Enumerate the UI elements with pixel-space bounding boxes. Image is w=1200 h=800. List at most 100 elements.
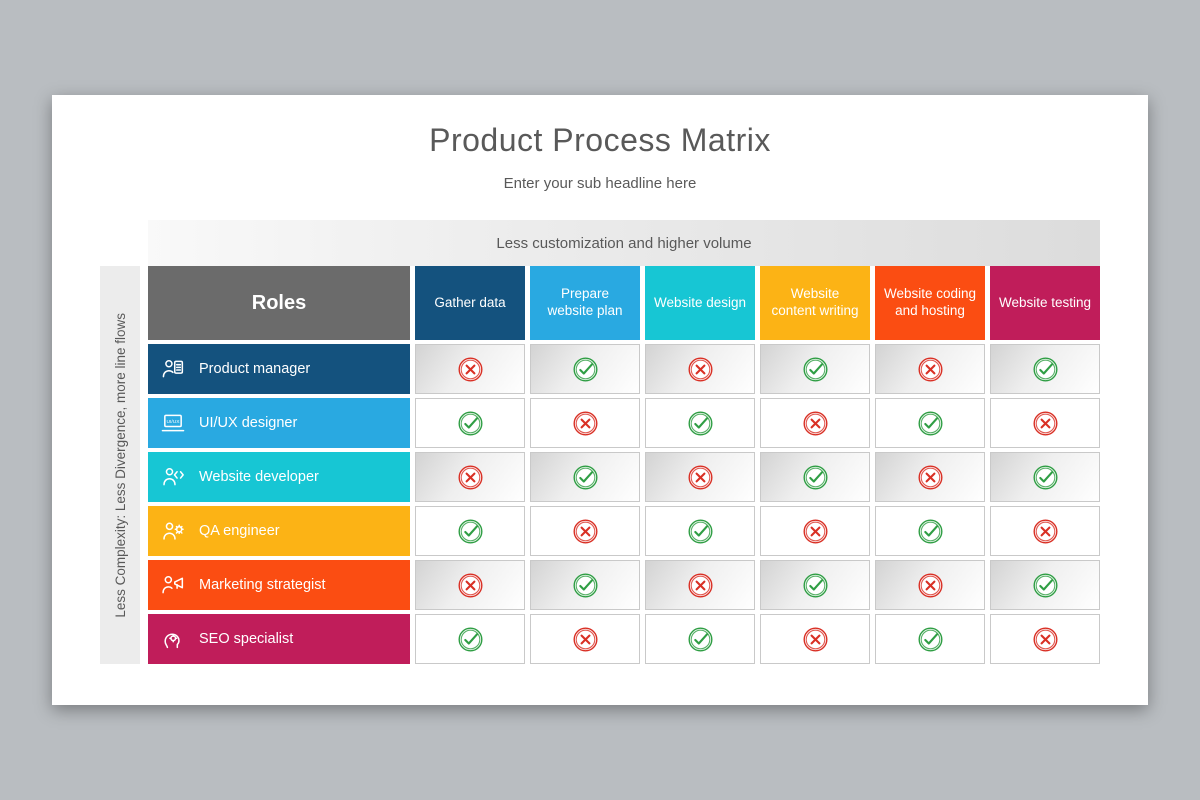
check-icon — [457, 410, 484, 437]
cross-icon — [572, 518, 599, 545]
matrix-cell — [645, 506, 755, 556]
cross-icon — [572, 410, 599, 437]
cross-icon — [572, 626, 599, 653]
cross-icon — [687, 356, 714, 383]
check-icon — [802, 572, 829, 599]
matrix-cell — [415, 506, 525, 556]
cross-icon — [802, 626, 829, 653]
matrix-cell — [875, 452, 985, 502]
cross-icon — [1032, 518, 1059, 545]
page-subtitle: Enter your sub headline here — [503, 175, 697, 192]
row-label-text: Website developer — [199, 469, 319, 485]
matrix-cell — [760, 398, 870, 448]
check-icon — [457, 518, 484, 545]
matrix-cell — [530, 506, 640, 556]
cross-icon — [802, 410, 829, 437]
check-icon — [1032, 464, 1059, 491]
matrix-cell — [875, 344, 985, 394]
matrix-cell — [530, 344, 640, 394]
column-header-prepare-website-plan: Prepare website plan — [530, 266, 640, 340]
matrix-cell — [990, 560, 1100, 610]
row-label-text: QA engineer — [199, 523, 280, 539]
check-icon — [917, 518, 944, 545]
row-label-marketing-strategist: Marketing strategist — [148, 560, 410, 610]
matrix-cell — [760, 344, 870, 394]
roles-header: Roles — [148, 266, 410, 340]
column-header-label: Website coding and hosting — [883, 286, 977, 318]
matrix-cell — [760, 614, 870, 664]
row-label-seo-specialist: SEO specialist — [148, 614, 410, 664]
cross-icon — [1032, 410, 1059, 437]
column-header-label: Website content writing — [771, 286, 859, 318]
matrix-cell — [645, 452, 755, 502]
matrix-cell — [760, 506, 870, 556]
cross-icon — [457, 464, 484, 491]
column-header-website-content-writing: Website content writing — [760, 266, 870, 340]
check-icon — [802, 464, 829, 491]
website-developer-icon — [158, 462, 188, 492]
row-label-website-developer: Website developer — [148, 452, 410, 502]
column-header-website-testing: Website testing — [990, 266, 1100, 340]
left-axis-label: Less Complexity: Less Divergence, more l… — [112, 312, 128, 618]
matrix-cell — [530, 452, 640, 502]
column-header-website-design: Website design — [645, 266, 755, 340]
matrix-cell — [415, 560, 525, 610]
check-icon — [917, 626, 944, 653]
matrix-cell — [645, 398, 755, 448]
matrix-cell — [415, 452, 525, 502]
cross-icon — [457, 572, 484, 599]
matrix-cell — [530, 560, 640, 610]
matrix-cell — [990, 614, 1100, 664]
row-label-text: Product manager — [199, 361, 311, 377]
left-axis-bar: Less Complexity: Less Divergence, more l… — [100, 266, 140, 664]
matrix-cell — [990, 506, 1100, 556]
cross-icon — [802, 518, 829, 545]
top-axis-bar: Less customization and higher volume — [148, 220, 1100, 266]
matrix-cell — [530, 398, 640, 448]
cross-icon — [1032, 626, 1059, 653]
product-manager-icon — [158, 354, 188, 384]
marketing-strategist-icon — [158, 570, 188, 600]
cross-icon — [917, 464, 944, 491]
column-header-website-coding-and-hosting: Website coding and hosting — [875, 266, 985, 340]
cross-icon — [687, 464, 714, 491]
row-label-ui-ux-designer: UI/UX UI/UX designer — [148, 398, 410, 448]
check-icon — [1032, 572, 1059, 599]
matrix-cell — [645, 614, 755, 664]
cross-icon — [687, 572, 714, 599]
matrix-cell — [415, 344, 525, 394]
check-icon — [457, 626, 484, 653]
column-header-label: Prepare website plan — [547, 286, 623, 318]
matrix-cell — [415, 614, 525, 664]
matrix-cell — [990, 452, 1100, 502]
check-icon — [802, 356, 829, 383]
cross-icon — [917, 356, 944, 383]
matrix-cell — [415, 398, 525, 448]
row-label-text: UI/UX designer — [199, 415, 298, 431]
matrix-cell — [875, 614, 985, 664]
matrix-cell — [875, 506, 985, 556]
check-icon — [1032, 356, 1059, 383]
matrix-cell — [645, 560, 755, 610]
top-axis-label: Less customization and higher volume — [496, 234, 752, 252]
uiux-designer-icon: UI/UX — [158, 408, 188, 438]
row-label-product-manager: Product manager — [148, 344, 410, 394]
page-title: Product Process Matrix — [429, 122, 771, 158]
svg-text:UI/UX: UI/UX — [166, 419, 180, 425]
cross-icon — [917, 572, 944, 599]
matrix-cell — [990, 398, 1100, 448]
check-icon — [917, 410, 944, 437]
matrix-cell — [760, 560, 870, 610]
matrix-cell — [875, 398, 985, 448]
check-icon — [572, 464, 599, 491]
matrix-cell — [760, 452, 870, 502]
matrix-cell — [645, 344, 755, 394]
qa-engineer-icon — [158, 516, 188, 546]
row-label-qa-engineer: QA engineer — [148, 506, 410, 556]
column-header-gather-data: Gather data — [415, 266, 525, 340]
row-label-text: SEO specialist — [199, 631, 294, 647]
check-icon — [572, 356, 599, 383]
column-header-label: Gather data — [434, 294, 506, 310]
matrix-cell — [875, 560, 985, 610]
